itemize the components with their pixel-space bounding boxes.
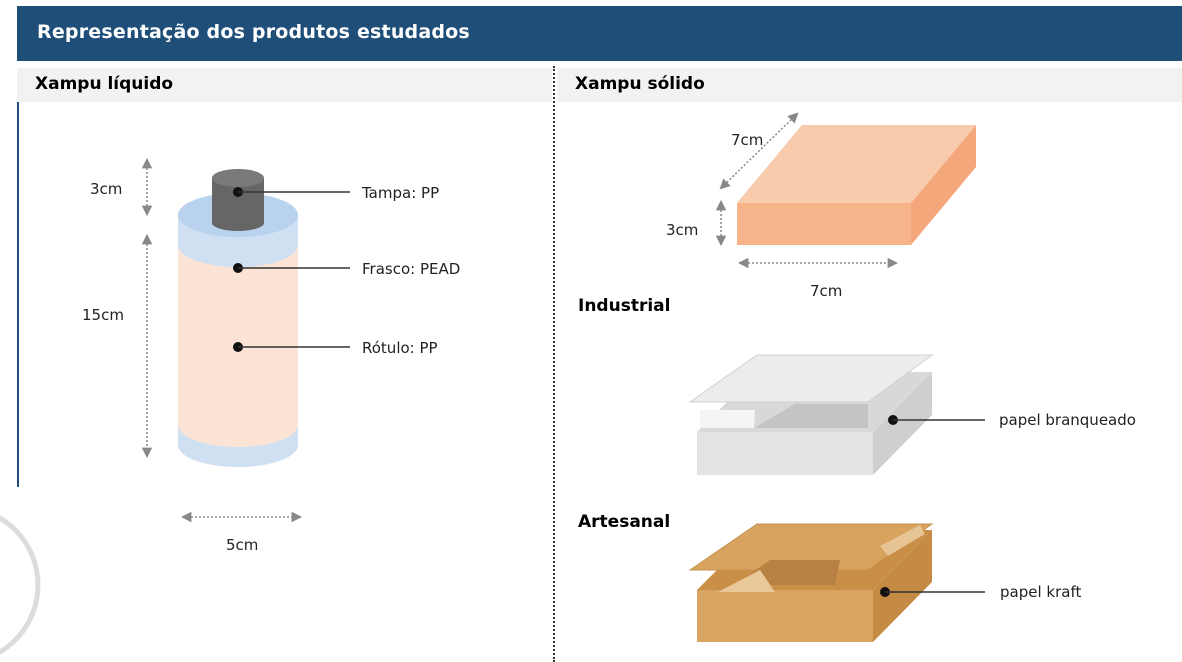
liquid-section-header: Xampu líquido	[17, 68, 552, 102]
artisanal-title: Artesanal	[578, 512, 671, 532]
callout-cap-material: Tampa: PP	[362, 184, 440, 202]
callout-label-material: Rótulo: PP	[362, 339, 438, 357]
section-divider	[553, 66, 555, 662]
callout-bottle-material: Frasco: PEAD	[362, 260, 461, 278]
soap-bar-illustration	[737, 125, 976, 245]
bottle-width-label: 5cm	[226, 536, 259, 554]
solid-section-title: Xampu sólido	[575, 74, 705, 94]
bottle-dimension-arrows	[141, 157, 303, 523]
industrial-title: Industrial	[578, 296, 671, 316]
artisanal-box-illustration	[688, 523, 934, 642]
solid-section-header: Xampu sólido	[557, 68, 1182, 102]
body-height-label: 15cm	[82, 306, 124, 324]
seal-watermark	[0, 515, 41, 655]
bar-height-label: 3cm	[666, 221, 699, 239]
bottle-illustration	[178, 169, 298, 467]
liquid-section-title: Xampu líquido	[35, 74, 174, 94]
artisanal-callout	[880, 587, 985, 597]
bar-depth-label: 7cm	[731, 131, 764, 149]
liquid-panel	[17, 102, 555, 487]
industrial-box-illustration	[688, 354, 934, 475]
bar-width-label: 7cm	[810, 282, 843, 300]
soap-dimension-arrows	[715, 112, 899, 269]
bottle-callouts	[233, 187, 350, 352]
industrial-material-label: papel branqueado	[999, 411, 1136, 429]
header-bar: Representação dos produtos estudados	[17, 6, 1182, 61]
industrial-callout	[888, 415, 985, 425]
cap-height-label: 3cm	[90, 180, 123, 198]
artisanal-material-label: papel kraft	[1000, 583, 1082, 601]
page-title: Representação dos produtos estudados	[37, 21, 470, 43]
